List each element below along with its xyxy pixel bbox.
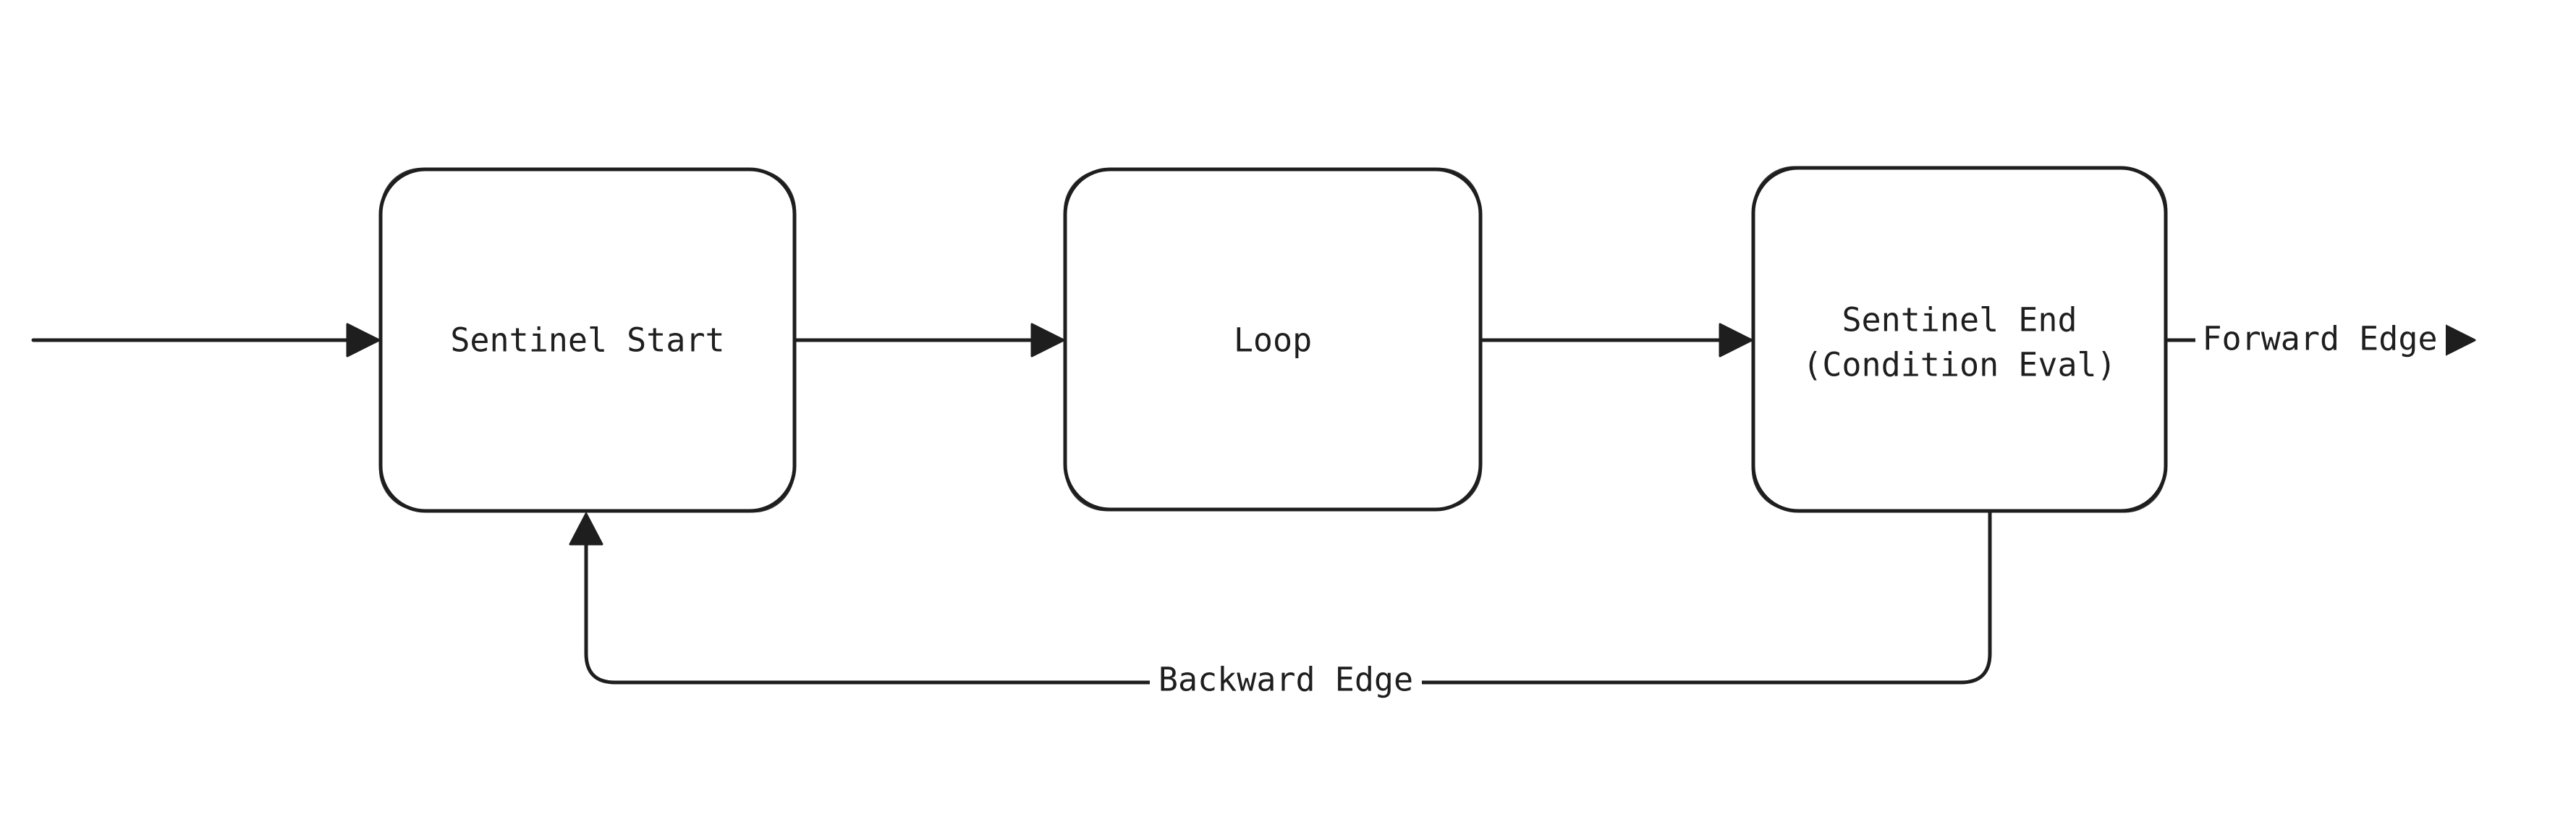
arrowhead-right-icon (1030, 323, 1065, 358)
edge-forward-arrow[interactable]: Forward Edge (2165, 316, 2476, 363)
node-label-sentinel-end-line1: Sentinel End (1842, 301, 2077, 339)
edge-backward-path (584, 510, 1992, 685)
arrowhead-right-icon (1719, 323, 1753, 358)
edge-start-to-loop-arrow[interactable] (794, 323, 1065, 358)
edge-backward-label-background (1150, 657, 1422, 705)
edge-backward-arrow[interactable]: Backward Edge (569, 510, 1992, 705)
edge-backward-label[interactable]: Backward Edge (1158, 661, 1413, 699)
node-loop[interactable]: Loop (1063, 167, 1483, 512)
node-label-loop: Loop (1234, 321, 1312, 360)
node-label-sentinel-end-line2: (Condition Eval) (1802, 346, 2116, 384)
node-box-loop-sketch (1063, 167, 1483, 512)
edge-forward-label[interactable]: Forward Edge (2202, 320, 2437, 358)
edge-entry-arrow[interactable] (31, 323, 381, 358)
node-box-sentinel-end (1751, 166, 2168, 513)
node-sentinel-start[interactable]: Sentinel Start (378, 167, 797, 513)
edge-loop-to-end-arrow[interactable] (1480, 323, 1753, 358)
arrowhead-right-icon (2441, 323, 2476, 358)
node-label-sentinel-start: Sentinel Start (450, 321, 724, 360)
node-sentinel-end[interactable]: Sentinel End (Condition Eval) (1751, 166, 2168, 513)
edge-forward-label-background (2195, 316, 2446, 363)
arrowhead-up-icon (569, 512, 603, 546)
arrowhead-right-icon (346, 323, 381, 358)
